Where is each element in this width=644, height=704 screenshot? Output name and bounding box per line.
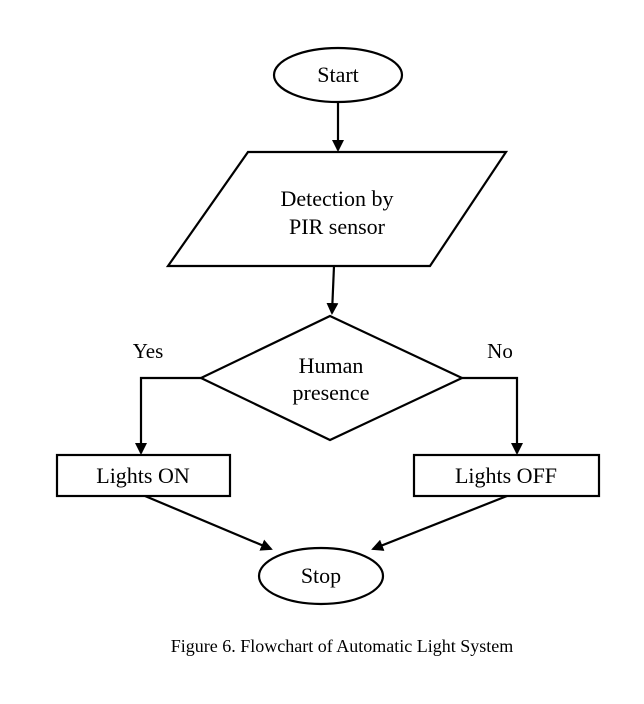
detection-node: Detection by PIR sensor <box>165 150 509 268</box>
decision-label-line2: presence <box>293 380 370 405</box>
decision-node: Human presence <box>198 314 465 442</box>
lights-off-node: Lights OFF <box>412 453 601 498</box>
lights-on-node: Lights ON <box>55 453 232 498</box>
start-node: Start <box>272 46 404 104</box>
detection-label-line1: Detection by <box>280 186 393 211</box>
detection-label-line2: PIR sensor <box>289 214 386 239</box>
start-label: Start <box>317 62 359 87</box>
lights-off-label: Lights OFF <box>455 463 557 488</box>
no-branch-label: No <box>487 339 513 363</box>
stop-label: Stop <box>301 563 341 588</box>
stop-node: Stop <box>257 546 385 606</box>
arrow-lights-off-to-stop <box>371 494 508 551</box>
lights-on-label: Lights ON <box>96 463 190 488</box>
arrow-detection-to-decision <box>326 265 339 315</box>
yes-branch-label: Yes <box>133 339 164 363</box>
decision-label-line1: Human <box>299 353 364 378</box>
arrow-lights-on-to-stop <box>144 494 273 551</box>
figure-caption: Figure 6. Flowchart of Automatic Light S… <box>170 636 514 656</box>
arrow-yes-branch <box>135 376 201 455</box>
arrow-no-branch <box>462 376 523 455</box>
